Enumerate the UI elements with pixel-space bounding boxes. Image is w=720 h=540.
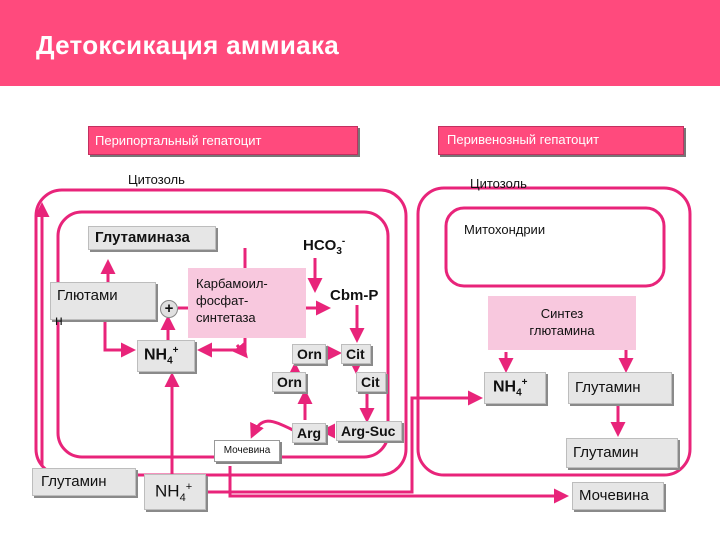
nh4-left-sub: 4 xyxy=(167,355,173,367)
arg-box: Arg xyxy=(292,423,326,443)
perivenous-cell-outline xyxy=(416,186,692,477)
page-title: Детоксикация аммиака xyxy=(36,30,340,60)
arrow-nh4-bottom-right xyxy=(205,390,483,494)
hco3-label: HCO3- xyxy=(303,236,345,257)
plus-sign: + xyxy=(160,300,178,318)
orn-mito-box: Orn xyxy=(292,344,326,364)
glutamine-left-line1: Глютами xyxy=(57,287,118,304)
nh4-left-text: NH xyxy=(144,346,168,364)
nh4-bottom-sub: 4 xyxy=(179,492,186,505)
nh4-bottom-sup: + xyxy=(185,481,193,493)
periportal-cell-outline xyxy=(34,188,408,477)
glutamine-left-line2: н xyxy=(55,312,63,328)
arrow-glutamine-to-nh4 xyxy=(103,320,136,358)
urea-small-box: Мочевина xyxy=(214,440,280,462)
argsuc-box: Arg-Suc xyxy=(336,421,402,441)
cytosol-right-label: Цитозоль xyxy=(470,176,527,191)
mitochondria-label: Митохондрии xyxy=(464,222,546,237)
hco3-superscript: - xyxy=(341,236,346,247)
glutaminase-box: Глутаминаза xyxy=(88,226,216,250)
nh4-left-sup: + xyxy=(172,345,179,356)
nh4-left-box: NH4+ xyxy=(137,340,195,372)
glutamine-synthesis-box: Синтез глютамина xyxy=(488,296,636,350)
arrow-urea-to-outside xyxy=(228,466,569,504)
cytosol-left-label: Цитозоль xyxy=(128,172,185,187)
nh4-right-sub: 4 xyxy=(516,387,522,399)
carbamoyl-phosphate-synthetase-box: Карбамоил- фосфат- синтетаза xyxy=(188,268,306,338)
cps-line2: фосфат- xyxy=(196,293,249,308)
perivenous-mito-outline xyxy=(444,206,666,288)
perivenous-hepatocyte-label: Перивенозный гепатоцит xyxy=(438,126,684,155)
hco3-text: HCO xyxy=(303,237,337,254)
nh4-right-box: NH4+ xyxy=(484,372,546,404)
glutamine-right-inner-box: Глутамин xyxy=(568,372,672,404)
cps-line3: синтетаза xyxy=(196,310,256,325)
arrow-cps-to-nh4 xyxy=(232,341,248,359)
nh4-bottom-text: NH xyxy=(155,481,180,501)
glutamine-left-box: Глютами xyxy=(50,282,156,320)
cbmp-label: Cbm-P xyxy=(330,287,379,304)
cps-line1: Карбамоил- xyxy=(196,276,268,291)
nh4-right-sup: + xyxy=(521,377,528,388)
glutamine-bottom-left-box: Глутамин xyxy=(32,468,136,496)
nh4-bottom-box: NH4+ xyxy=(144,474,206,510)
cit-cyto-box: Cit xyxy=(356,372,386,392)
synthesis-line1: Синтез xyxy=(540,306,584,321)
glutamine-right-outer-box: Глутамин xyxy=(566,438,678,468)
cit-mito-box: Cit xyxy=(341,344,371,364)
hco3-subscript: 3 xyxy=(336,246,342,257)
urea-right-box: Мочевина xyxy=(572,482,664,510)
periportal-hepatocyte-label: Перипортальный гепатоцит xyxy=(88,126,358,155)
nh4-right-text: NH xyxy=(493,378,517,396)
arrow-arg-to-urea xyxy=(250,419,296,439)
orn-cyto-box: Orn xyxy=(272,372,306,392)
title-banner: Детоксикация аммиака xyxy=(0,0,720,86)
synthesis-line2: глютамина xyxy=(529,323,595,338)
